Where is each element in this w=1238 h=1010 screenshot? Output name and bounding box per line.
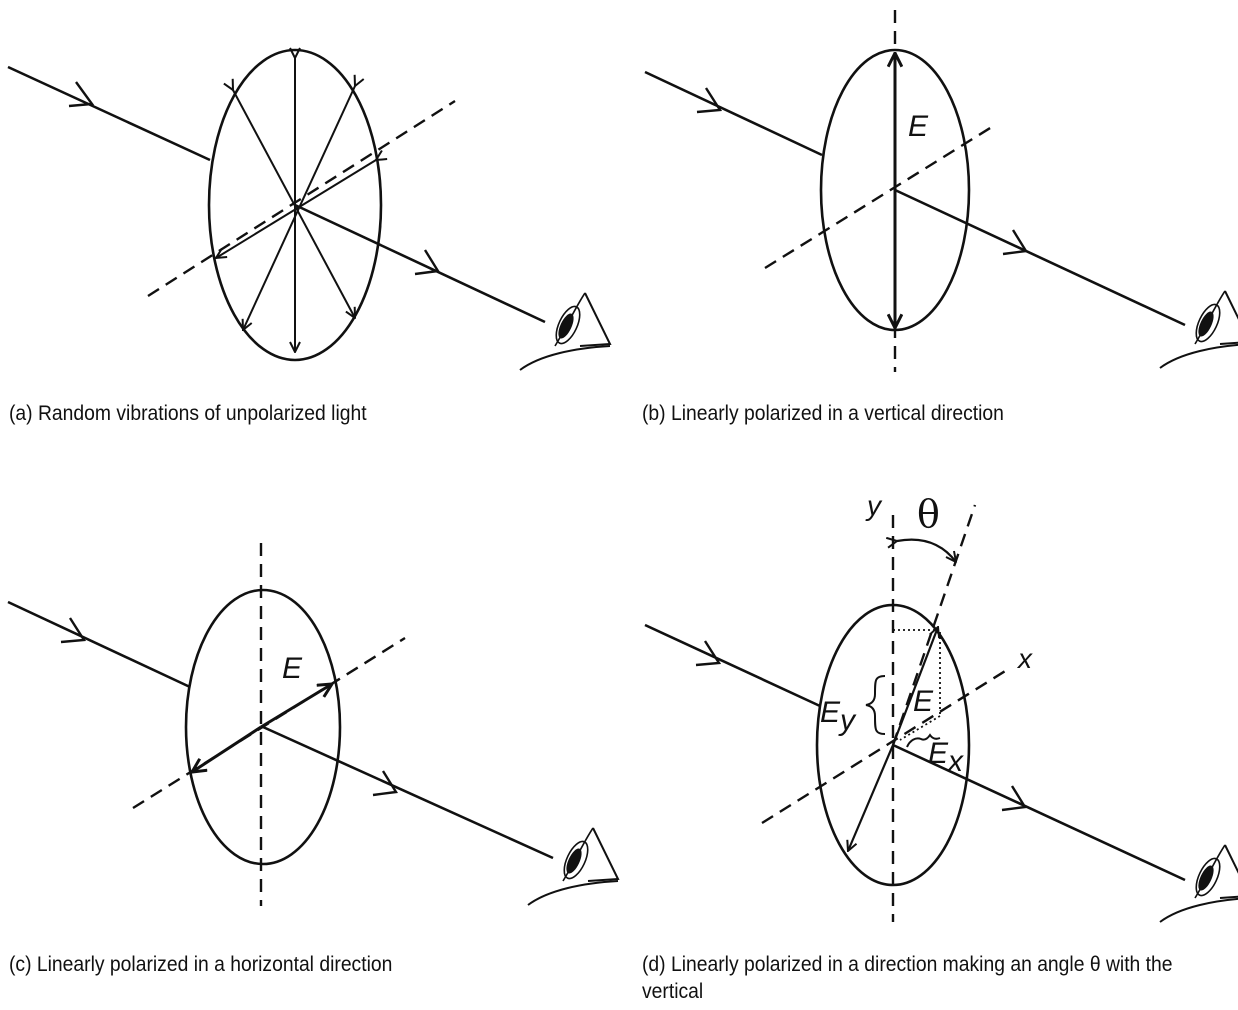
component-y-brace <box>865 675 886 735</box>
eye-icon <box>1159 844 1238 923</box>
y-axis-label: y <box>865 490 883 521</box>
caption-b: (b) Linearly polarized in a vertical dir… <box>642 402 1004 425</box>
ray-arrowhead <box>695 640 722 667</box>
outgoing-ray <box>262 725 554 860</box>
theta-label: θ <box>917 492 940 536</box>
caption-c: (c) Linearly polarized in a horizontal d… <box>9 953 393 976</box>
component-x-brace <box>906 733 941 748</box>
outgoing-ray <box>294 203 546 324</box>
ray-arrowhead <box>1001 785 1027 812</box>
incoming-ray <box>644 70 823 157</box>
ray-arrowhead <box>696 87 723 114</box>
x-axis-label: x <box>1016 643 1033 674</box>
ray-arrowhead <box>60 617 87 644</box>
e-field-vector <box>891 627 938 746</box>
ray-arrowhead <box>414 249 440 276</box>
ray-arrowhead <box>68 81 95 108</box>
caption-a: (a) Random vibrations of unpolarized lig… <box>9 402 367 425</box>
panel-c-diagram <box>7 543 619 906</box>
outgoing-ray <box>894 188 1186 327</box>
component-x-label: Ex <box>928 737 964 778</box>
panel-a-diagram <box>7 50 611 371</box>
rotated-axis-dashed <box>891 504 977 746</box>
eye-icon <box>519 292 611 371</box>
eye-icon <box>1159 290 1238 369</box>
e-field-vector <box>192 725 262 772</box>
ray-arrowhead <box>1002 229 1028 256</box>
e-field-vector <box>848 744 895 851</box>
e-field-label: E <box>282 652 303 685</box>
dashed-axis <box>764 123 996 270</box>
dashed-axis <box>132 636 406 810</box>
incoming-ray <box>644 623 821 708</box>
e-field-label: E <box>908 110 929 143</box>
caption-d: (d) Linearly polarized in a direction ma… <box>642 953 1173 1003</box>
eye-icon <box>527 827 619 906</box>
component-y-label: Ey <box>820 696 857 737</box>
dashed-axis <box>147 99 456 298</box>
panel-b-diagram <box>644 10 1238 372</box>
incoming-ray <box>7 65 211 162</box>
incoming-ray <box>7 600 191 689</box>
angle-arc <box>897 540 956 562</box>
e-field-label: E <box>913 685 934 718</box>
x-axis-dashed <box>761 666 1011 825</box>
outgoing-ray <box>892 743 1186 882</box>
wavefront-ellipse <box>184 588 342 866</box>
panel-d-diagram <box>644 504 1238 923</box>
e-field-vector <box>260 684 332 729</box>
ray-arrowhead <box>372 770 398 797</box>
